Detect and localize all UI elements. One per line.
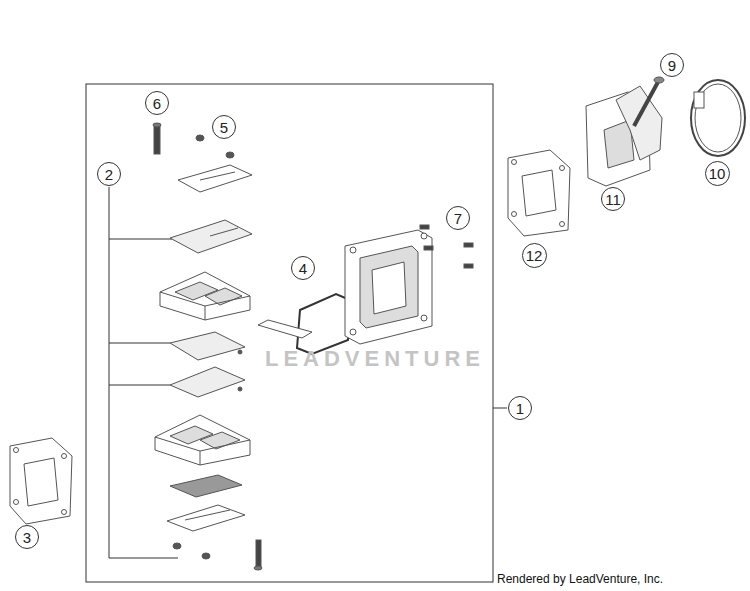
kit-frame: [86, 84, 493, 582]
callout-circle: 2: [97, 162, 121, 186]
gasket: [508, 150, 570, 236]
reed-housing: [345, 230, 432, 344]
spacer-bar: [258, 320, 312, 338]
callout-circle: 1: [508, 396, 532, 420]
callout-circle: 11: [601, 187, 625, 211]
callout-number: 10: [709, 166, 726, 181]
bracket: [109, 187, 178, 558]
watermark: LEADVENTURE: [265, 346, 485, 372]
callout-number: 7: [454, 211, 462, 226]
callout-circle: 5: [212, 115, 236, 139]
stop-plate: [178, 165, 252, 192]
callout-circle: 7: [446, 206, 470, 230]
callout-number: 3: [23, 530, 31, 545]
leader-line: [493, 408, 507, 409]
screw: [196, 135, 234, 158]
callout-circle: 10: [705, 161, 730, 186]
gasket: [297, 294, 350, 354]
plate-detail: [185, 510, 230, 520]
plate-detail: [200, 172, 235, 180]
callout-circle: 9: [660, 53, 684, 77]
callout-number: 4: [299, 261, 307, 276]
reed-petal: [170, 220, 252, 253]
callout-number: 1: [516, 401, 524, 416]
callout-circle: 12: [522, 243, 547, 268]
gasket: [10, 438, 72, 524]
screw: [420, 225, 473, 268]
callout-number: 5: [220, 120, 228, 135]
callout-circle: 3: [15, 525, 39, 549]
callout-number: 6: [153, 96, 161, 111]
stop-plate: [167, 505, 245, 531]
reed-cage: [155, 415, 250, 465]
callout-number: 2: [105, 167, 113, 182]
bolt: [634, 77, 664, 126]
hose-clamp: [691, 80, 745, 156]
callout-number: 11: [605, 192, 621, 207]
reed-cage: [160, 272, 250, 320]
screw: [173, 540, 262, 570]
intake-flange: [586, 86, 662, 186]
reed-petal: [170, 475, 242, 497]
callout-circle: 6: [145, 91, 169, 115]
petal-slit: [210, 228, 238, 236]
reed-petal: [170, 367, 245, 397]
credit-note: Rendered by LeadVenture, Inc.: [497, 572, 663, 586]
reed-petal: [170, 332, 245, 360]
callout-circle: 4: [291, 256, 315, 280]
callout-number: 12: [526, 248, 543, 263]
callout-number: 9: [668, 58, 676, 73]
screw: [153, 123, 161, 154]
